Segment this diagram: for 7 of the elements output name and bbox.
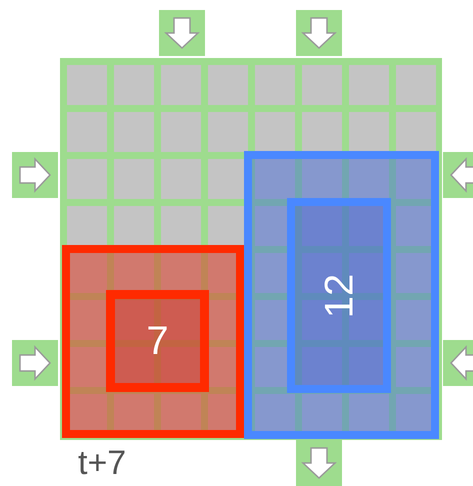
highlight-region (244, 151, 439, 439)
highlight-region (62, 245, 244, 438)
count-box (106, 290, 209, 392)
count-box (287, 198, 391, 393)
count-number: 12 (319, 273, 359, 318)
time-label: t+7 (78, 446, 126, 480)
count-number: 7 (146, 321, 169, 361)
